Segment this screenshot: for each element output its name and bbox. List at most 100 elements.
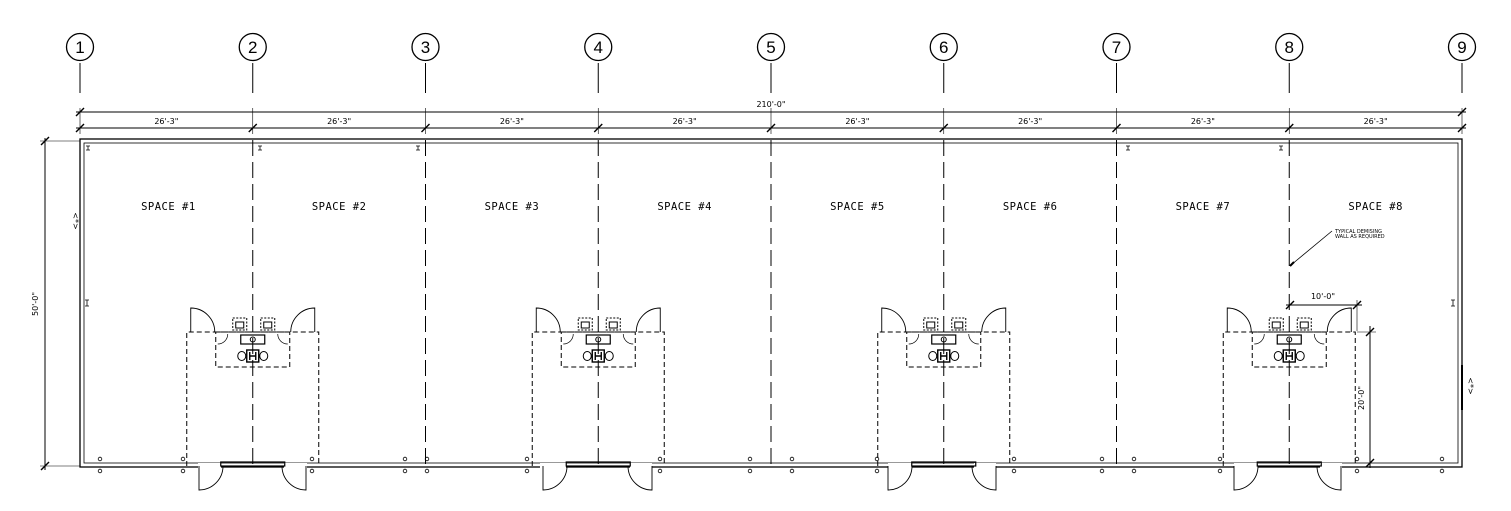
grid-bubble: [65, 32, 95, 62]
note-arrow: [1289, 261, 1295, 267]
bollard: [789, 468, 795, 474]
bollard: [97, 468, 103, 474]
bollard: [1099, 468, 1105, 474]
space-label: SPACE #1: [141, 201, 196, 213]
door-swing: [277, 333, 288, 345]
storefront-window: [1256, 461, 1322, 467]
sink-fixture: [931, 334, 957, 345]
toilet-fixture: [1268, 317, 1284, 331]
grid-bubble: [584, 32, 613, 62]
bollard: [1011, 468, 1017, 474]
door-swing: [281, 465, 307, 491]
marker-left: <*>: [71, 212, 80, 229]
grid-label: 5: [766, 38, 775, 57]
depth-dimension: 50'-0": [31, 292, 40, 316]
door-swing: [563, 333, 574, 345]
marker-right: <*>: [1466, 377, 1475, 394]
grid-label: 2: [248, 38, 257, 57]
fixture: [1273, 351, 1283, 361]
bollard: [424, 456, 430, 462]
door-opening: [1234, 463, 1258, 468]
grid-bubble: [1102, 32, 1131, 62]
dimension-tick: [1365, 458, 1375, 468]
door-opening: [630, 463, 652, 468]
grid-bubble: [411, 32, 440, 62]
restroom-depth-dimension: 20'-0": [1357, 386, 1366, 410]
fixture-box: [1282, 349, 1296, 363]
toilet-fixture: [577, 317, 593, 331]
bollard: [1354, 468, 1360, 474]
bollard: [747, 468, 753, 474]
bollard: [309, 468, 315, 474]
dimension-tick: [1365, 327, 1375, 337]
fixture-mark: [594, 352, 602, 360]
door-swing: [217, 333, 229, 345]
fixture: [928, 351, 938, 361]
fixture-box: [937, 349, 951, 363]
bollard: [1217, 468, 1223, 474]
bay-dimension: 26'-3": [154, 117, 178, 126]
column-mark: [1279, 145, 1283, 151]
building-walls: [79, 138, 1463, 468]
grid-label: 7: [1112, 38, 1121, 57]
door-swing: [971, 465, 997, 491]
storefront-window: [565, 461, 631, 467]
note-line-2: WALL AS REQUIRED: [1335, 234, 1385, 240]
fixture-mark: [1285, 352, 1293, 360]
grid-label: 4: [594, 38, 603, 57]
door-opening: [540, 463, 566, 468]
toilet-fixture: [1271, 321, 1281, 329]
bay-dimension: 26'-3": [500, 117, 524, 126]
bollard: [789, 456, 795, 462]
fixture: [950, 351, 960, 361]
restroom-cores: [97, 230, 1445, 491]
grid-bubble: [929, 32, 958, 62]
bollard: [524, 468, 530, 474]
door-swing: [635, 307, 661, 333]
toilet-fixture: [605, 317, 621, 331]
door-swing: [981, 307, 1007, 333]
door-swing: [542, 465, 568, 491]
bollard: [1217, 456, 1223, 462]
grid-label: 8: [1285, 38, 1294, 57]
grid-label: 9: [1457, 38, 1466, 57]
toilet-fixture: [235, 321, 245, 329]
space-label: SPACE #3: [485, 201, 540, 213]
toilet-fixture: [951, 317, 967, 331]
fixture-mark: [249, 352, 257, 360]
bollard: [1099, 456, 1105, 462]
grid-label: 6: [939, 38, 948, 57]
space-label: SPACE #4: [657, 201, 712, 213]
bollard: [874, 456, 880, 462]
fixture: [582, 351, 592, 361]
toilet-fixture: [954, 321, 964, 329]
fixture: [1295, 351, 1305, 361]
space-label: SPACE #7: [1176, 201, 1231, 213]
column-mark: [416, 145, 420, 151]
space-label: SPACE #8: [1348, 201, 1403, 213]
column-mark: [85, 299, 89, 307]
sink-drain: [1286, 336, 1293, 343]
bollard: [402, 456, 408, 462]
bollard: [1439, 468, 1445, 474]
column-mark: [1126, 145, 1130, 151]
bay-dimension: 26'-3": [1191, 117, 1215, 126]
door-swing: [1233, 465, 1259, 491]
door-swing: [290, 307, 316, 333]
door-swing: [535, 307, 561, 333]
door-opening: [1320, 463, 1342, 468]
column-mark: [86, 145, 90, 151]
fixture-box: [246, 349, 260, 363]
storefront-window: [911, 461, 977, 467]
door-opening: [974, 463, 996, 468]
door-opening: [284, 463, 307, 468]
door-swing: [968, 333, 979, 345]
toilet-fixture: [232, 317, 248, 331]
door-swing: [1313, 333, 1325, 345]
bollard: [180, 468, 186, 474]
restroom-box: [906, 331, 982, 368]
bollard: [424, 468, 430, 474]
